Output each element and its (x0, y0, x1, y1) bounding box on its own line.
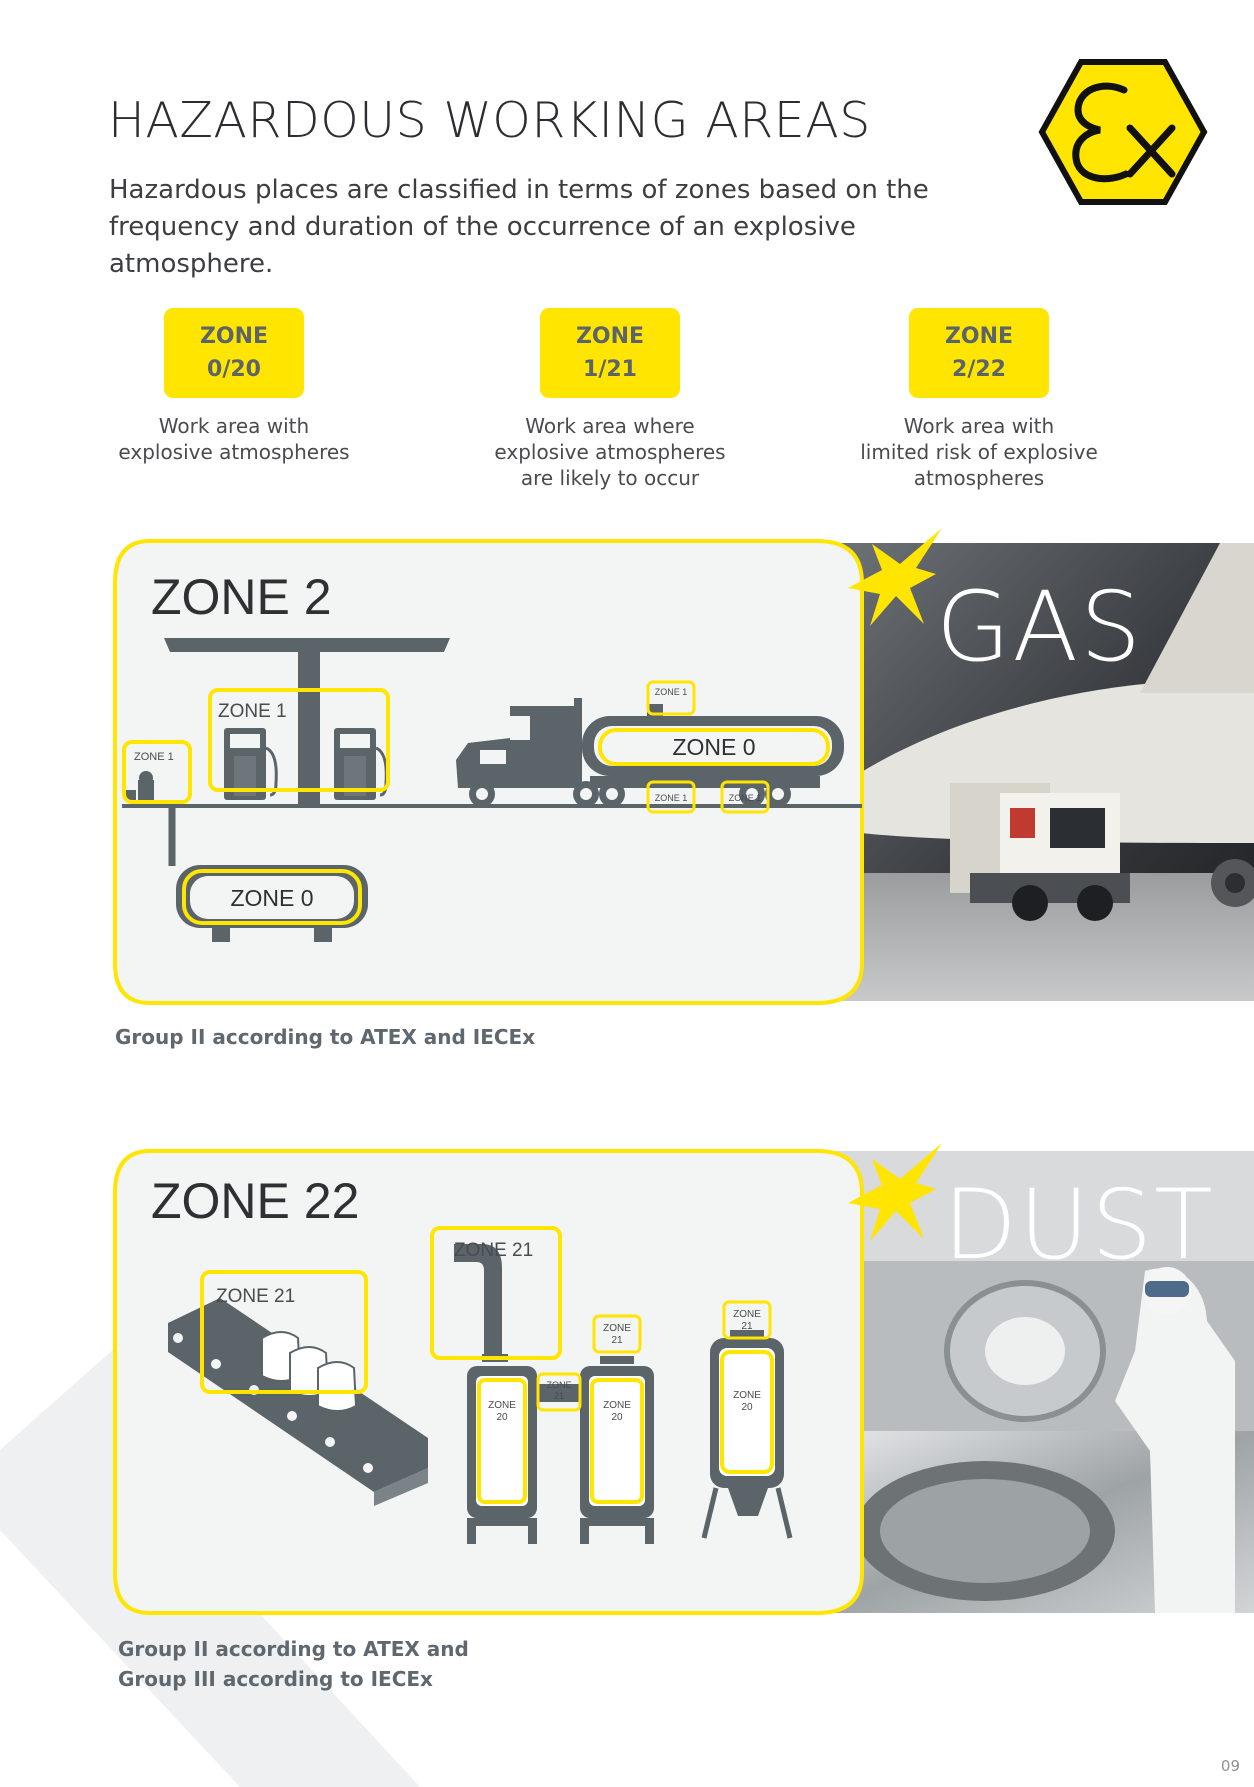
silo-zone-label: ZONE (488, 1400, 516, 1411)
silo-top-zone-number: 21 (741, 1321, 753, 1332)
dust-caption-line: Group II according to ATEX and (118, 1637, 469, 1661)
zone-badge-label: ZONE (944, 324, 1014, 349)
silo-zone-label: ZONE (603, 1400, 631, 1411)
page-number: 09 (1220, 1757, 1240, 1775)
tank-zone-outline (182, 869, 362, 925)
gas-word: GAS (936, 571, 1143, 683)
station-zone-label: ZONE 1 (218, 701, 287, 722)
silo-zone-outline (477, 1378, 527, 1504)
zone-description-line: Work area with (903, 414, 1055, 438)
silo-zone-number: 20 (496, 1412, 508, 1423)
silo-zone-label: ZONE (733, 1390, 761, 1401)
zone-description-line: Work area with (158, 414, 310, 438)
zone-description: Work area with explosive atmospheres (104, 413, 364, 465)
zone-badge-label: ZONE (199, 324, 269, 349)
zone-badge-code: 0/20 (207, 357, 261, 382)
truck-tank-zone-label: ZONE 0 (672, 734, 755, 760)
pipe-zone-label: ZONE 21 (454, 1240, 533, 1261)
zone-description-line: explosive atmospheres (494, 440, 726, 464)
zone-description-line: explosive atmospheres (118, 440, 350, 464)
valve-pipe-illustration (126, 771, 176, 866)
page-title: HAZARDOUS WORKING AREAS (108, 92, 871, 149)
explosion-burst-icon (848, 1143, 942, 1241)
gas-zone-panel: ZONE 2 ZONE 1 ZONE 1 ZONE 0 ZONE 0 ZONE … (113, 539, 864, 1005)
pipe-zone-outline (430, 1226, 562, 1360)
intro-line: frequency and duration of the occurrence… (109, 212, 856, 279)
silo-top-zone-label: ZONE (733, 1309, 761, 1320)
silo-illustration (701, 1330, 793, 1539)
silo-top-zone-number: 21 (611, 1335, 623, 1346)
silo-illustration (467, 1366, 537, 1544)
truck-valve-zone-outline (720, 780, 770, 814)
dust-panel-heading: ZONE 22 (151, 1173, 359, 1229)
truck-tank-zone-outline (598, 728, 830, 766)
dust-zone-panel: ZONE 22 ZONE 21 ZONE 21 ZONE 20 ZONE 21 … (113, 1149, 864, 1615)
intro-line: Hazardous places are classified in terms… (109, 175, 929, 205)
zone-description-line: limited risk of explosive (860, 440, 1098, 464)
dust-word: DUST (943, 1169, 1215, 1281)
conveyor-belt-illustration (168, 1298, 428, 1506)
zone-description: Work area where explosive atmospheres ar… (480, 413, 740, 491)
silo-top-zone-outline (722, 1300, 772, 1340)
zone-description-line: atmospheres (913, 466, 1045, 490)
silo-top-zone-label: ZONE (603, 1323, 631, 1334)
tank-zone-label: ZONE 0 (230, 885, 313, 911)
valve-zone-outline (122, 740, 192, 804)
gas-photo: GAS (840, 543, 1254, 1001)
zone-description-line: Work area where (525, 414, 695, 438)
truck-top-zone-outline (646, 680, 696, 716)
connector-zone-number: 21 (554, 1391, 564, 1401)
airport-refuel-illustration (840, 543, 1254, 1001)
truck-top-zone-label: ZONE 1 (655, 687, 688, 697)
underground-tank-illustration (176, 865, 368, 942)
valve-zone-label: ZONE 1 (134, 751, 174, 763)
zone-badge: ZONE 1/21 (540, 308, 680, 398)
dust-caption: Group II according to ATEX and Group III… (118, 1634, 469, 1694)
zone-description: Work area with limited risk of explosive… (849, 413, 1109, 491)
dust-caption-line: Group III according to IECEx (118, 1667, 433, 1691)
truck-valve-zone-label: ZONE 1 (729, 793, 762, 803)
gas-caption: Group II according to ATEX and IECEx (115, 1025, 536, 1049)
background-chevron-shape (0, 1290, 420, 1787)
zone-badge-code: 2/22 (952, 357, 1006, 382)
zone-badge: ZONE 2/22 (909, 308, 1049, 398)
zone-badge-code: 1/21 (583, 357, 637, 382)
zone-badge-label: ZONE (575, 324, 645, 349)
zone-description-line: are likely to occur (520, 466, 700, 490)
station-zone-outline (208, 688, 390, 792)
explosion-burst-icon (848, 528, 942, 626)
dust-photo: DUST (815, 1151, 1254, 1613)
silo-illustration (580, 1356, 654, 1544)
zone-card-1-21: ZONE 1/21 Work area where explosive atmo… (480, 308, 740, 491)
zone-card-0-20: ZONE 0/20 Work area with explosive atmos… (104, 308, 364, 465)
conveyor-zone-outline (200, 1270, 368, 1394)
silo-top-zone-outline (592, 1314, 642, 1354)
silo-zone-number: 20 (611, 1412, 623, 1423)
zone-card-2-22: ZONE 2/22 Work area with limited risk of… (849, 308, 1109, 491)
intro-paragraph: Hazardous places are classified in terms… (109, 172, 1009, 283)
truck-valve-zone-outline (646, 780, 696, 814)
connector-zone-label: ZONE (546, 1380, 571, 1390)
silo-zone-outline (590, 1378, 644, 1504)
silo-zone-number: 20 (741, 1402, 753, 1413)
truck-valve-zone-label: ZONE 1 (655, 793, 688, 803)
gas-panel-heading: ZONE 2 (151, 569, 332, 625)
fuel-station-illustration (164, 638, 450, 804)
connector-zone-outline (536, 1372, 582, 1412)
zone-badge: ZONE 0/20 (164, 308, 304, 398)
silo-zone-outline (720, 1350, 774, 1474)
conveyor-zone-label: ZONE 21 (216, 1286, 295, 1307)
ex-hexagon-logo (1038, 59, 1208, 205)
industrial-vessel-illustration (815, 1151, 1254, 1613)
